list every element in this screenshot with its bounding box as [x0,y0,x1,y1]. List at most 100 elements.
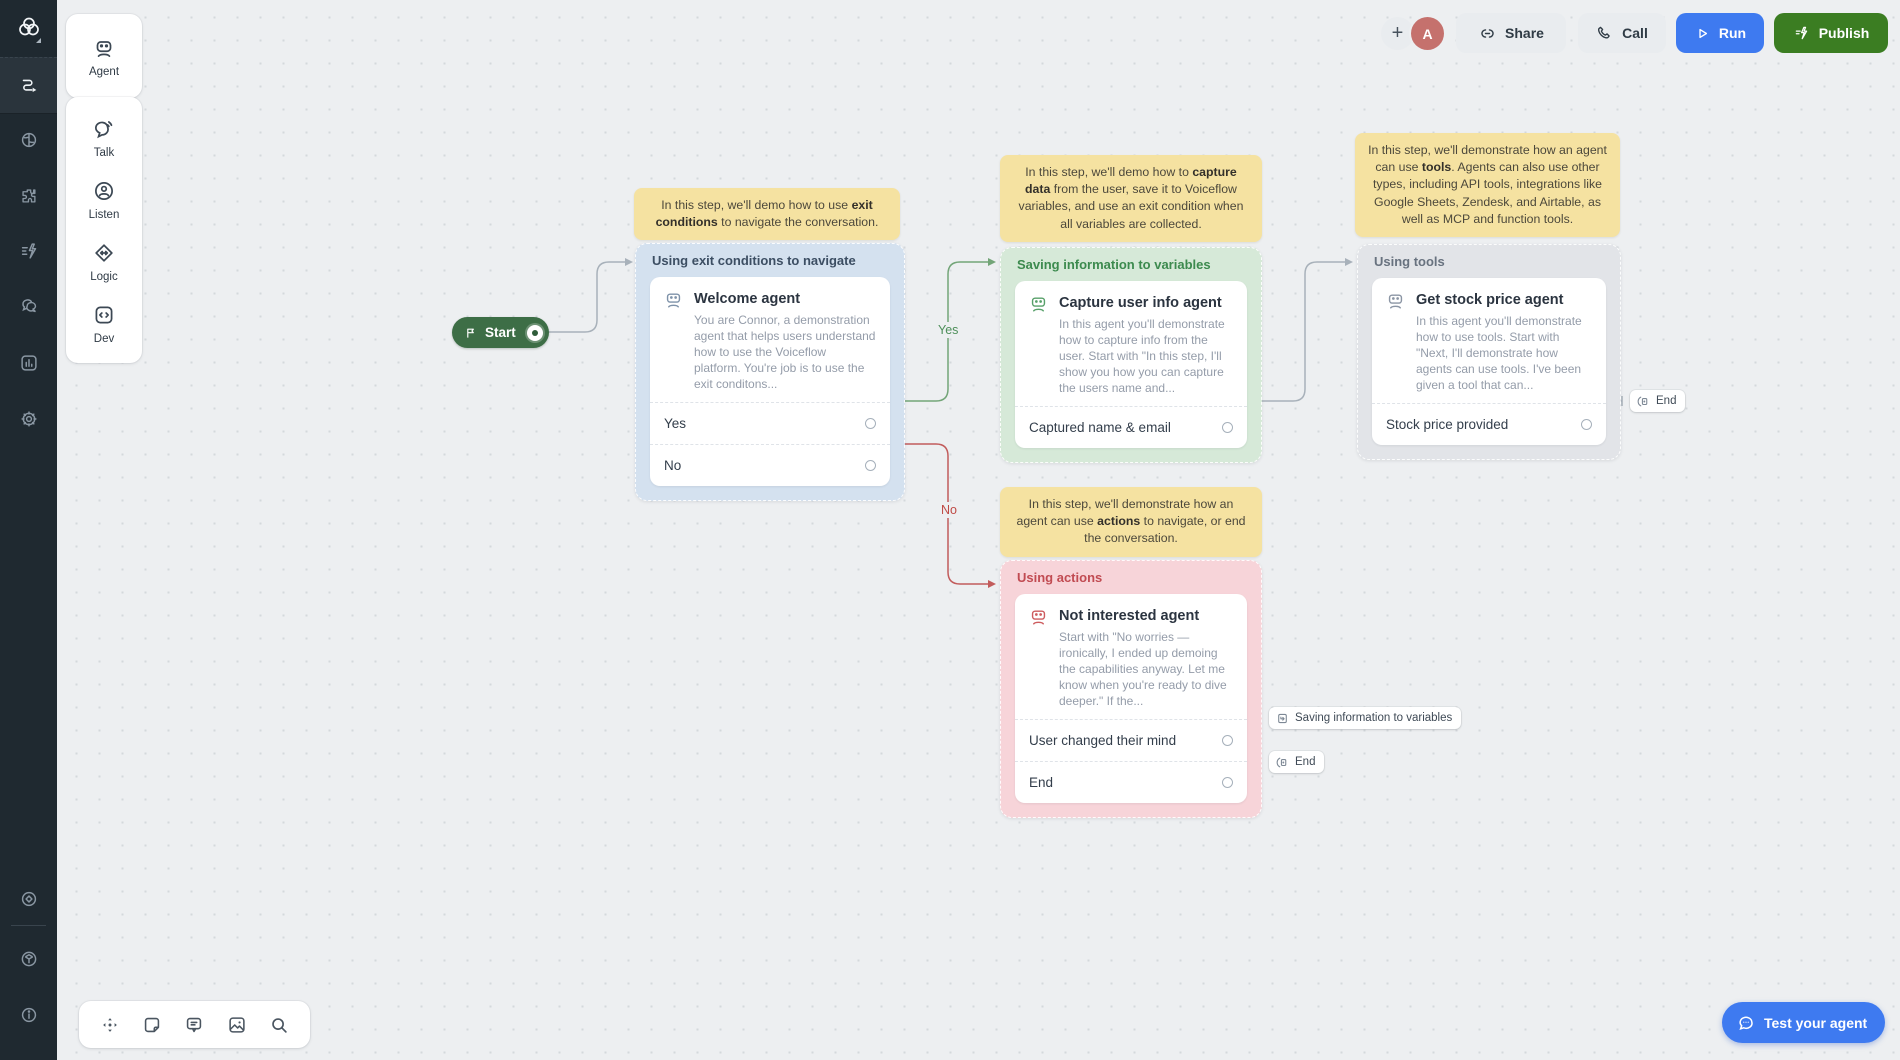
agent-description: Start with "No worries — ironically, I e… [1059,630,1227,708]
robot-icon [1031,610,1046,625]
port-yes[interactable]: Yes [650,402,890,444]
rail-divider [11,925,46,926]
start-flag-icon [467,328,474,338]
end-door-icon [1637,396,1648,406]
integrations-puzzle-icon[interactable] [17,184,41,208]
call-label: Call [1622,25,1648,41]
dev-code-icon [91,302,117,328]
start-port[interactable] [527,324,543,341]
search-tool-icon[interactable] [268,1014,290,1036]
comment-tool-icon[interactable] [183,1014,205,1036]
help-info-icon[interactable] [17,1003,41,1027]
agent-description: In this agent you'll demonstrate how to … [1416,314,1582,392]
run-button[interactable]: Run [1676,13,1764,53]
sidebar-item-dev[interactable]: Dev [66,293,142,355]
packages-cube-icon[interactable] [17,947,41,971]
sidebar-item-logic[interactable]: Logic [66,231,142,293]
agent-title: Get stock price agent [1416,292,1564,308]
app-rail [0,0,57,1060]
agent-node-not-interested[interactable]: Not interested agent Start with "No worr… [1015,594,1247,803]
sidebar-item-talk[interactable]: Talk [66,107,142,169]
group-header: Using actions [1017,570,1103,585]
end-door-icon [1276,757,1287,767]
port-handle[interactable] [865,460,876,471]
test-your-agent-button[interactable]: Test your agent [1722,1002,1886,1043]
call-button[interactable]: Call [1578,13,1666,53]
link-icon [1481,28,1494,38]
port-handle[interactable] [1222,422,1233,433]
port-handle[interactable] [1222,777,1233,788]
conversations-chat-icon[interactable] [17,295,41,319]
start-label: Start [485,325,516,340]
chat-bubble-icon [1739,1016,1753,1030]
move-tool-icon[interactable] [99,1014,121,1036]
publish-bolt-icon [1795,26,1807,40]
agent-title: Welcome agent [694,291,801,307]
robot-icon [666,293,681,308]
avatar[interactable]: A [1411,17,1444,50]
group-exit-conditions[interactable]: Using exit conditions to navigate Welcom… [635,243,905,501]
agent-robot-icon [91,35,117,61]
port-captured-name-email[interactable]: Captured name & email [1015,406,1247,448]
publish-button[interactable]: Publish [1774,13,1888,53]
sticky-bold: tools [1421,160,1452,175]
sticky-note-exit-conditions[interactable]: In this step, we'll demo how to use exit… [634,188,900,241]
port-no[interactable]: No [650,444,890,486]
agent-title: Not interested agent [1059,608,1200,624]
canvas-toolbar [79,1001,310,1048]
port-handle[interactable] [1222,735,1233,746]
goto-chip-saving-variables[interactable]: Saving information to variables [1269,707,1462,729]
port-handle[interactable] [865,418,876,429]
settings-gear-icon[interactable] [17,407,41,431]
voiceflow-logo-icon[interactable] [17,15,41,39]
add-button[interactable]: + [1381,17,1414,50]
analytics-bars-icon[interactable] [17,351,41,375]
agent-node-stock-price[interactable]: Get stock price agent In this agent you'… [1372,278,1606,445]
group-using-tools[interactable]: Using tools Get stock price agent In thi… [1357,244,1621,460]
chip-label: End [1656,395,1677,407]
sidebar-item-listen[interactable]: Listen [66,169,142,231]
agent-node-welcome[interactable]: Welcome agent You are Connor, a demonstr… [650,277,890,486]
port-label: End [1029,775,1054,790]
flow-canvas[interactable] [57,0,1900,1060]
sticky-text: In this step, we'll demo how to use [661,198,852,212]
port-stock-price-provided[interactable]: Stock price provided [1372,403,1606,445]
sticky-note-tools[interactable]: In this step, we'll demonstrate how an a… [1355,133,1620,238]
workflow-icon[interactable] [17,73,41,97]
sidebar-item-agent[interactable]: Agent [66,26,142,88]
agent-title: Capture user info agent [1059,295,1222,311]
updates-target-icon[interactable] [17,887,41,911]
sticky-note-tool-icon[interactable] [141,1014,163,1036]
sticky-text: . Agents can also use other types, inclu… [1373,160,1602,226]
port-end[interactable]: End [1015,761,1247,803]
port-label: No [664,458,682,473]
ai-spark-icon[interactable] [17,239,41,263]
sticky-bold: capture data [1025,165,1237,197]
group-header: Using exit conditions to navigate [652,253,856,268]
knowledge-brain-icon[interactable] [17,128,41,152]
start-node[interactable]: Start [452,317,549,348]
share-button[interactable]: Share [1456,13,1566,53]
robot-icon [1031,297,1046,312]
test-agent-label: Test your agent [1764,1014,1868,1031]
logic-diamond-icon [91,240,117,266]
port-handle[interactable] [1581,419,1592,430]
group-header: Using tools [1374,254,1445,269]
agent-node-capture-info[interactable]: Capture user info agent In this agent yo… [1015,281,1247,448]
sticky-note-actions[interactable]: In this step, we'll demonstrate how an a… [1000,487,1262,557]
listen-user-icon [91,178,117,204]
end-chip-actions[interactable]: End [1269,751,1325,773]
sticky-text: to navigate the conversation. [717,215,879,230]
sticky-text: from the user, save it to Voiceflow vari… [1018,182,1244,231]
chip-label: End [1295,756,1316,768]
robot-icon [1388,294,1403,309]
group-using-actions[interactable]: Using actions Not interested agent Start… [1000,560,1262,818]
image-tool-icon[interactable] [226,1014,248,1036]
talk-bubble-icon [91,116,117,142]
edge-label-no: No [936,502,962,518]
port-user-changed-mind[interactable]: User changed their mind [1015,719,1247,761]
end-chip-stock[interactable]: End [1630,390,1686,412]
group-saving-variables[interactable]: Saving information to variables Capture … [1000,247,1262,463]
sticky-note-capture-data[interactable]: In this step, we'll demo how to capture … [1000,155,1262,242]
sticky-text: In this step, we'll demonstrate how an a… [1016,497,1234,529]
